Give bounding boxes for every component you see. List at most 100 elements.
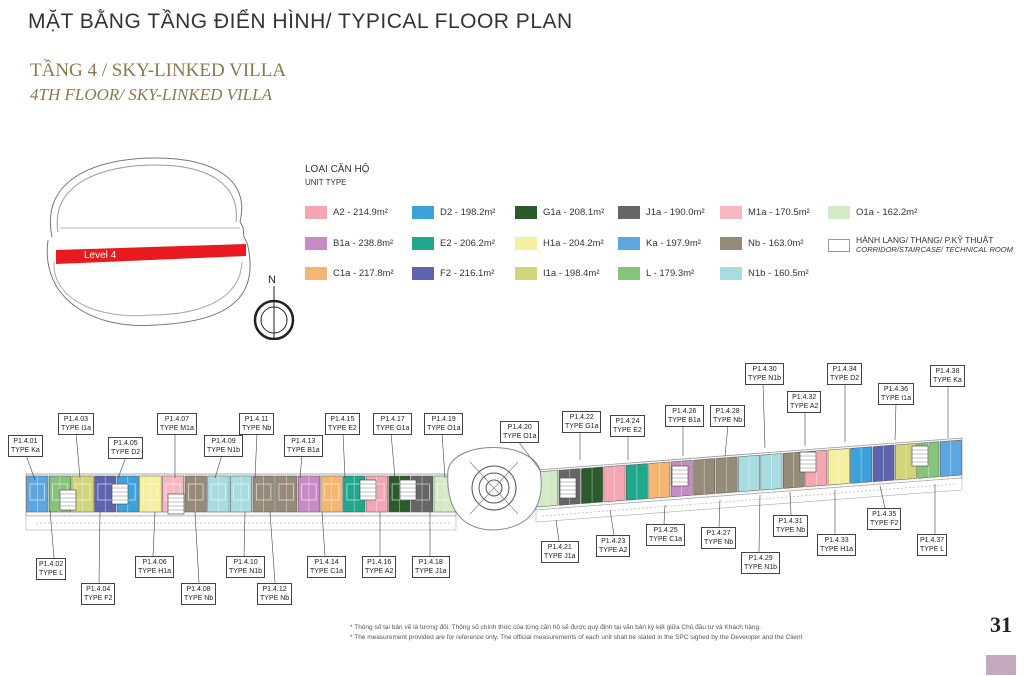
leader-line [75,432,81,479]
legend-item: A2 - 214.9m² [305,206,388,219]
unit-type: TYPE C1a [310,568,344,575]
legend-swatch [720,206,742,219]
leader-line [342,432,346,479]
unit-code: P1.4.38 [935,368,960,375]
legend-item: I1a - 198.4m² [515,267,600,280]
leader-line [390,432,396,479]
leader-line [299,454,303,479]
legend-label: I1a - 198.4m² [543,268,600,279]
page-tab [986,655,1016,675]
unit-code: P1.4.07 [164,416,189,423]
unit-code: P1.4.08 [186,586,211,593]
unit-code: P1.4.06 [142,559,167,566]
legend-item: F2 - 216.1m² [412,267,494,280]
legend-label: N1b - 160.5m² [748,268,809,279]
unit-type: TYPE J1a [415,568,447,575]
legend-item: J1a - 190.0m² [618,206,705,219]
legend-label: A2 - 214.9m² [333,207,388,218]
unit-code: P1.4.13 [291,438,316,445]
unit-type: TYPE F2 [84,595,113,602]
unit-code: P1.4.18 [418,559,443,566]
corridor-label-en: CORRIDOR/STAIRCASE/ TECHNICAL ROOM [856,245,1013,254]
floor-plan-right-wing [535,437,963,523]
unit-code: P1.4.24 [615,418,640,425]
unit-type: TYPE H1a [820,546,854,553]
legend-swatch [618,267,640,280]
unit-code: P1.4.17 [380,416,405,423]
page-number: 31 [990,612,1012,637]
leader-line [758,494,761,553]
leader-line [269,511,276,584]
leader-line [894,402,897,441]
legend-item: H1a - 204.2m² [515,237,604,250]
unit-code: P1.4.21 [547,544,572,551]
unit-type: TYPE A2 [599,547,628,554]
unit-type: TYPE O1a [427,425,461,432]
unit-type: TYPE N1b [207,447,241,454]
unit-code: P1.4.22 [569,414,594,421]
leader-line [214,454,223,479]
unit-type: TYPE E2 [613,427,642,434]
unit-type: TYPE L [920,546,945,553]
unit-type: TYPE C1a [649,536,683,543]
unit-type: TYPE Nb [704,539,734,546]
legend-swatch [305,237,327,250]
unit-code: P1.4.12 [262,586,287,593]
north-label: N [268,274,276,286]
leader-line [517,440,541,471]
unit-type: TYPE B1a [287,447,320,454]
legend-swatch [305,206,327,219]
unit-code: P1.4.32 [792,394,817,401]
unit-type: TYPE Nb [260,595,290,602]
unit-type: TYPE G1a [565,423,599,430]
unit-type: TYPE F2 [870,520,899,527]
unit-type: TYPE I1a [881,395,911,402]
legend-swatch [618,237,640,250]
leader-line [321,511,326,557]
unit-type: TYPE G1a [376,425,410,432]
unit-type: TYPE N1b [744,564,778,571]
unit-type: TYPE D2 [830,375,860,382]
unit-type: TYPE B1a [668,417,701,424]
legend-label: F2 - 216.1m² [440,268,495,279]
unit-type: TYPE H1a [138,568,172,575]
legend-label: J1a - 190.0m² [646,207,705,218]
leader-line [254,432,258,479]
unit-code: P1.4.19 [431,416,456,423]
legend-item: Ka - 197.9m² [618,237,701,250]
legend-label: Ka - 197.9m² [646,238,701,249]
unit-code: P1.4.10 [233,559,258,566]
legend-swatch [305,267,327,280]
leader-line [98,511,101,584]
unit-type: TYPE E2 [328,425,357,432]
leader-line [194,511,200,584]
leader-line [441,432,446,479]
legend-swatch [618,206,640,219]
legend-item: N1b - 160.5m² [720,267,809,280]
unit-code: P1.4.29 [748,555,773,562]
legend-label: O1a - 162.2m² [856,207,918,218]
legend-item: C1a - 217.8m² [305,267,394,280]
legend-label: L - 179.3m² [646,268,695,279]
